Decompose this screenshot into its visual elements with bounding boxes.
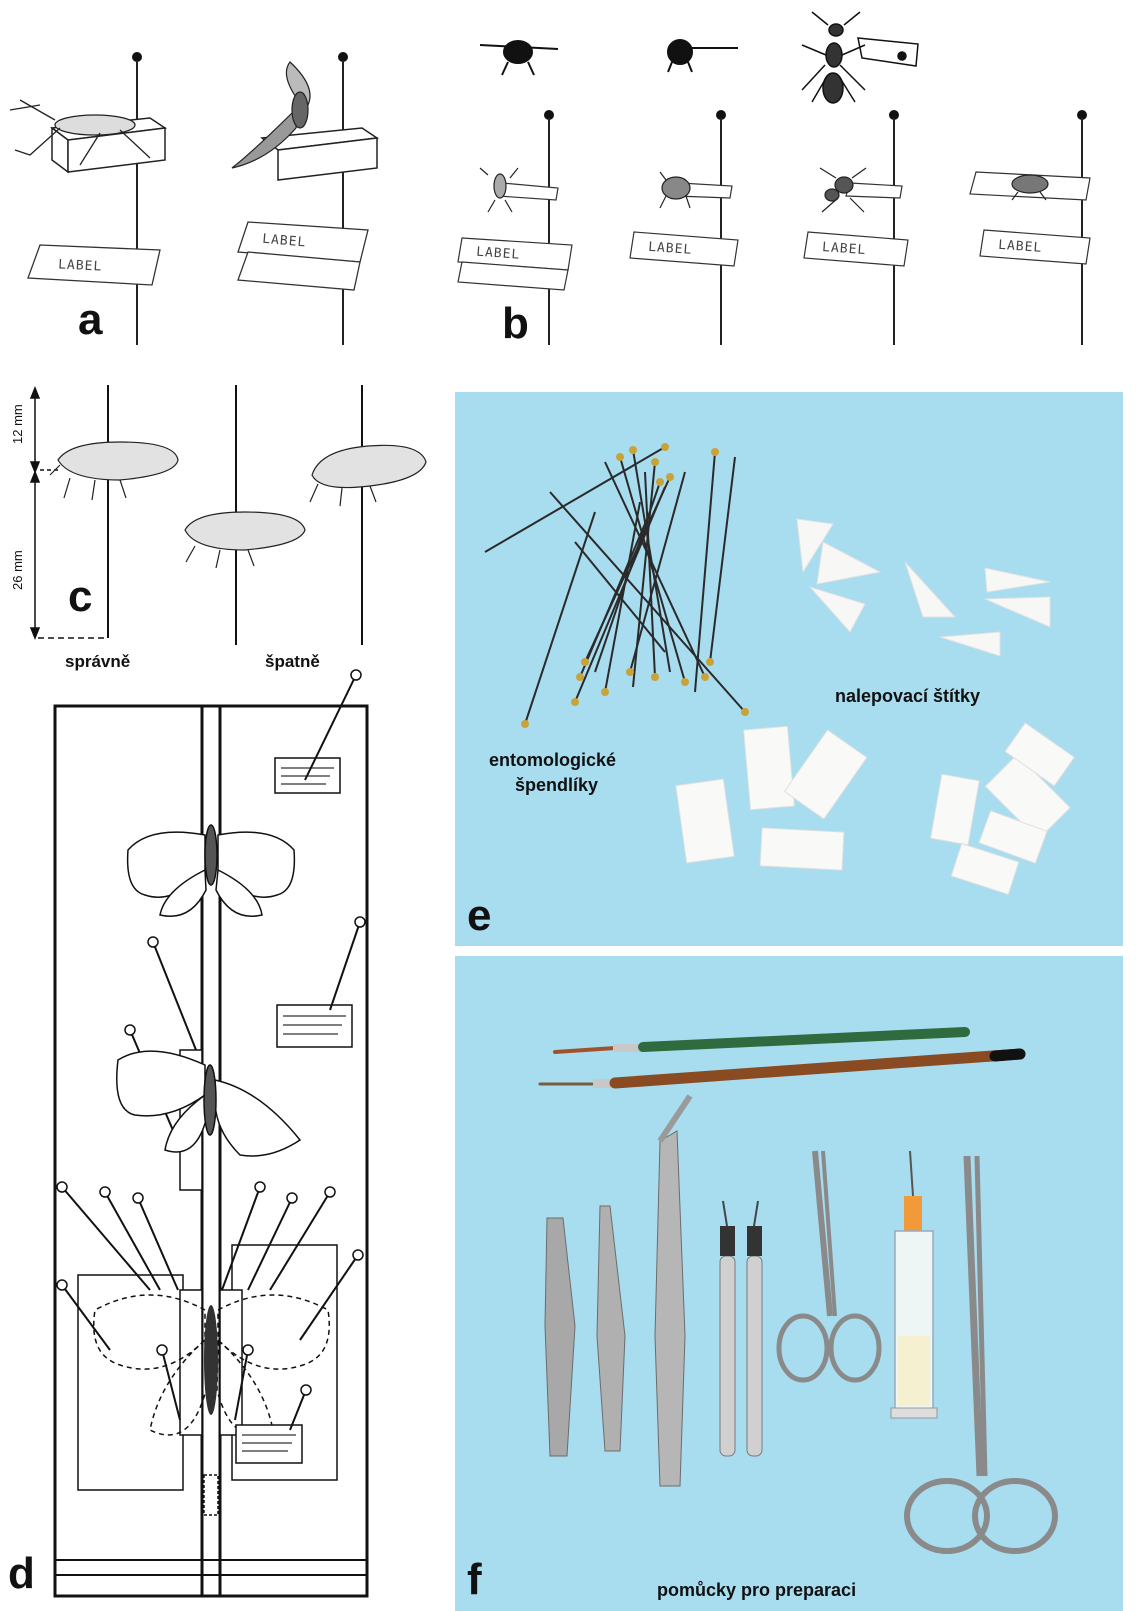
pin-2: LABEL	[630, 110, 738, 345]
data-label	[236, 1425, 302, 1463]
panel-a: LABEL LABEL a	[0, 0, 440, 360]
entomological-pins	[485, 447, 745, 724]
panel-letter-c: c	[68, 575, 92, 619]
label-text: LABEL	[822, 240, 867, 258]
pins-and-tags	[455, 392, 1123, 946]
panel-f-photo: pomůcky pro preparaci f	[455, 956, 1123, 1611]
tools-caption: pomůcky pro preparaci	[657, 1580, 856, 1601]
label-text: LABEL	[648, 240, 693, 258]
beetle-icon	[185, 512, 305, 568]
needle-holder-icon	[720, 1201, 762, 1456]
caption-wrong: špatně	[265, 652, 320, 672]
panel-a-drawing: LABEL LABEL	[0, 0, 440, 360]
pin-4: LABEL	[970, 110, 1090, 345]
panel-letter-a: a	[78, 298, 102, 342]
caption-correct: správně	[65, 652, 130, 672]
rectangle-tags	[676, 723, 1075, 895]
panel-b-drawing: LABEL LABEL LABEL	[440, 0, 1136, 360]
brush-icon	[540, 1054, 1020, 1088]
scissors-icon	[779, 1151, 879, 1380]
fly-icon	[480, 41, 558, 75]
label-text: LABEL	[58, 257, 103, 274]
beetle-icon	[50, 442, 178, 500]
data-label	[277, 1005, 352, 1047]
ant-icon	[802, 12, 918, 103]
panel-c-drawing: 12 mm 26 mm	[0, 380, 440, 680]
panel-e-photo: entomologické špendlíky nalepovací štítk…	[455, 392, 1123, 946]
preparation-tools	[455, 956, 1123, 1611]
pin-3: LABEL	[804, 110, 908, 345]
panel-b: LABEL LABEL LABEL	[440, 0, 1136, 360]
panel-letter-f: f	[467, 1558, 482, 1602]
pin-heads	[521, 443, 749, 728]
panel-c: 12 mm 26 mm c správně špatně	[0, 380, 440, 680]
tags-caption: nalepovací štítky	[835, 686, 980, 707]
triangle-tags	[797, 519, 1050, 656]
dim-bottom: 26 mm	[10, 550, 25, 590]
pins-caption-line2: špendlíky	[515, 775, 598, 796]
beetle-icon	[668, 40, 738, 72]
forceps-icon	[545, 1096, 690, 1486]
panel-letter-d: d	[8, 1552, 35, 1596]
spreading-board-drawing	[0, 690, 440, 1611]
beetle-icon	[310, 445, 426, 506]
label-text: LABEL	[998, 238, 1043, 256]
panel-letter-b: b	[502, 302, 529, 346]
syringe-icon	[891, 1151, 937, 1418]
brush-icon	[555, 1032, 965, 1052]
pins-caption-line1: entomologické	[489, 750, 616, 771]
panel-letter-e: e	[467, 894, 491, 938]
label-text: LABEL	[476, 245, 521, 263]
dim-top: 12 mm	[10, 404, 25, 444]
panel-d: d	[0, 690, 440, 1611]
